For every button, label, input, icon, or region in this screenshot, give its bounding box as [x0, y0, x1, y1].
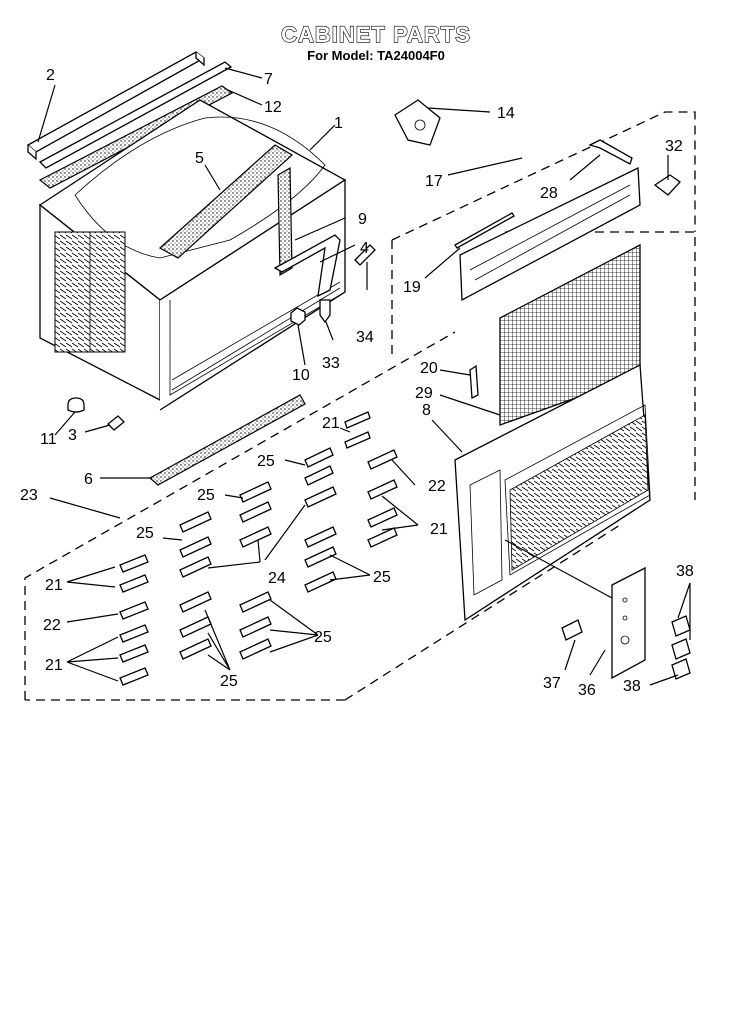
callout-5: 5 — [195, 150, 204, 167]
screw-part-3 — [107, 415, 125, 431]
plug-part-11 — [67, 397, 85, 413]
callout-17: 17 — [425, 173, 443, 190]
clip-part-20 — [469, 364, 479, 400]
group-boundary-23 — [24, 331, 621, 701]
diagram-title: CABINET PARTS — [280, 21, 471, 47]
callout-14: 14 — [497, 105, 515, 122]
callout-38b: 38 — [623, 678, 641, 695]
clip-part-37 — [561, 619, 583, 641]
clip-part-33 — [319, 299, 331, 324]
nut-part-10 — [290, 307, 306, 326]
louver-panel-part-17 — [459, 166, 641, 302]
callout-11: 11 — [40, 431, 57, 448]
knobs-part-38 — [671, 615, 691, 680]
callout-23: 23 — [20, 487, 38, 504]
callout-33: 33 — [322, 355, 340, 372]
callout-25c: 25 — [136, 525, 154, 542]
callout-6: 6 — [84, 471, 93, 488]
callout-25f: 25 — [220, 673, 238, 690]
callout-32: 32 — [665, 138, 683, 155]
callout-19: 19 — [403, 279, 421, 296]
callout-21c: 21 — [45, 577, 63, 594]
rod-part-19 — [454, 212, 515, 249]
callout-20: 20 — [420, 360, 438, 377]
callout-21a: 21 — [322, 415, 340, 432]
callout-numbers: 1 2 3 4 5 6 7 8 9 10 11 12 14 17 19 20 2… — [20, 67, 694, 699]
callout-8: 8 — [422, 402, 431, 419]
callout-10: 10 — [292, 367, 310, 384]
callout-2: 2 — [46, 67, 55, 84]
control-plate-part-36 — [611, 566, 646, 680]
screw-part-34 — [354, 244, 376, 266]
callout-29: 29 — [415, 385, 433, 402]
top-rail-part-2 — [26, 51, 206, 161]
callout-22a: 22 — [428, 478, 446, 495]
callout-22b: 22 — [43, 617, 61, 634]
bracket-part-4 — [273, 234, 341, 298]
callout-28: 28 — [540, 185, 558, 202]
callout-21d: 21 — [45, 657, 63, 674]
callout-9: 9 — [358, 211, 367, 228]
bracket-part-14 — [394, 99, 441, 146]
callout-25b: 25 — [197, 487, 215, 504]
knob-part-32 — [653, 174, 681, 196]
callout-25d: 25 — [373, 569, 391, 586]
cabinet-part-1 — [38, 99, 347, 411]
callout-3: 3 — [68, 427, 77, 444]
callout-12: 12 — [264, 99, 282, 116]
strip-part-7 — [38, 61, 233, 169]
callout-36: 36 — [578, 682, 596, 699]
foam-strip-part-9 — [277, 166, 293, 277]
clip-group — [119, 411, 398, 686]
callout-34: 34 — [356, 329, 374, 346]
leader-lines — [37, 67, 691, 686]
callout-1: 1 — [334, 115, 343, 132]
callout-25e: 25 — [314, 629, 332, 646]
callout-37: 37 — [543, 675, 561, 692]
callout-24: 24 — [268, 570, 286, 587]
callout-7: 7 — [264, 71, 273, 88]
front-panel-part-8 — [454, 363, 651, 622]
rail-part-6 — [148, 394, 306, 486]
callout-25a: 25 — [257, 453, 275, 470]
model-subtitle: For Model: TA24004F0 — [307, 48, 445, 63]
foam-part-5 — [158, 144, 294, 259]
callout-21b: 21 — [430, 521, 448, 538]
callout-4: 4 — [360, 240, 369, 257]
shutter-part-28 — [588, 139, 633, 165]
callout-38a: 38 — [676, 563, 694, 580]
